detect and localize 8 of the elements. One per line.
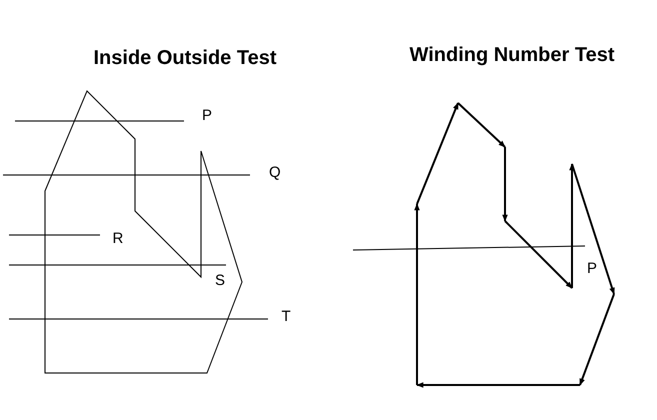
- point-label: P: [587, 261, 598, 276]
- point-label: S: [215, 273, 226, 288]
- point-label: P: [202, 108, 212, 123]
- heading: Inside Outside Test: [94, 48, 276, 68]
- point-label: R: [112, 231, 124, 246]
- point-label: Q: [269, 165, 281, 180]
- point-label: T: [282, 309, 291, 324]
- heading: Winding Number Test: [410, 45, 614, 65]
